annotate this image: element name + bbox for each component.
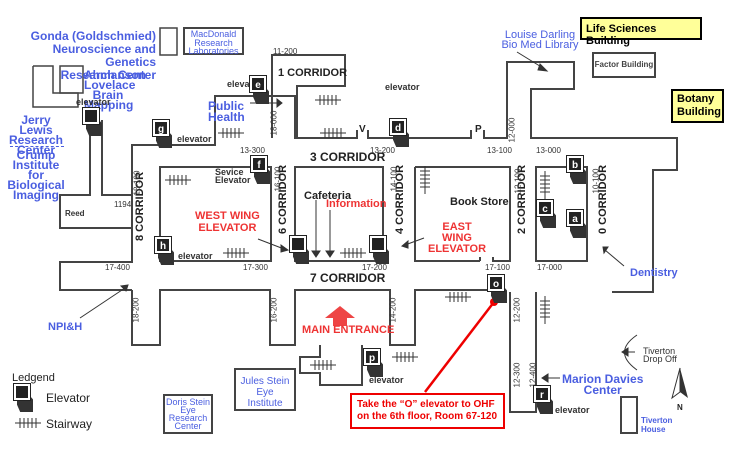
building-ahmanson: Ahmanson Lovelace Brain Mapping — [84, 68, 147, 112]
room-18-000: 18-000 — [269, 110, 279, 136]
room-12-200: 12-200 — [512, 297, 522, 323]
label-v: V — [359, 124, 366, 135]
label-elevator-r: elevator — [555, 405, 590, 415]
label-p: P — [475, 124, 482, 135]
elevator-east-wing-icon[interactable] — [369, 235, 390, 266]
room-17-000: 17-000 — [537, 263, 562, 272]
north-label: N — [677, 403, 683, 412]
building-dentistry: Dentistry — [630, 267, 678, 279]
building-crump: Crump Institute for Biological Imaging — [7, 148, 65, 202]
label-east-wing-elevator: EAST WING ELEVATOR — [428, 221, 487, 255]
room-17-400: 17-400 — [105, 263, 130, 272]
building-marion-davies: Marion Davies Center — [562, 372, 644, 397]
elevator-h-icon[interactable]: h — [154, 236, 175, 267]
room-14-200: 14-200 — [388, 297, 398, 323]
label-reed: Reed — [65, 209, 85, 218]
elevator-b-icon[interactable]: b — [566, 155, 587, 186]
room-17-300: 17-300 — [243, 263, 268, 272]
label-main-entrance: MAIN ENTRANCE — [302, 324, 395, 336]
room-18-100: 18-100 — [132, 170, 142, 196]
building-jerry-lewis: Jerry Lewis Research Center — [8, 113, 64, 157]
room-12-000: 12-000 — [507, 117, 517, 143]
label-west-wing-elevator: WEST WING ELEVATOR — [195, 210, 260, 234]
label-cafeteria: Cafeteria — [304, 190, 352, 202]
divider — [10, 146, 64, 147]
room-10-100: 10-100 — [591, 168, 601, 194]
callout-pointer — [424, 301, 495, 393]
legend-stairway-label: Stairway — [46, 417, 93, 431]
label-book-store: Book Store — [450, 196, 509, 208]
wall-jerry-lewis-link — [59, 120, 133, 229]
label-elevator-d: elevator — [385, 82, 420, 92]
elevator-o-icon[interactable]: o — [487, 274, 508, 305]
building-jules-stein: Jules Stein Eye Institute — [234, 368, 296, 411]
room-12-400: 12-400 — [528, 362, 538, 388]
room-13-200: 13-200 — [370, 146, 395, 155]
building-public-health: Public Health — [208, 99, 245, 124]
elevator-f-icon[interactable]: f — [250, 155, 271, 186]
label-service-elevator: Sevice Elevator — [215, 167, 251, 185]
label-elevator-e: elevator — [227, 79, 262, 89]
north-arrow-right — [680, 368, 688, 398]
building-botany: Botany Building — [671, 89, 724, 123]
elevator-d-icon[interactable]: d — [389, 118, 410, 149]
room-13-000: 13-000 — [536, 146, 561, 155]
north-arrow-left — [671, 367, 681, 400]
elevator-g-icon[interactable]: g — [152, 119, 173, 150]
label-elevator-p: elevator — [369, 375, 404, 385]
room-14-100: 14-100 — [389, 166, 399, 192]
room-18-200: 18-200 — [131, 297, 141, 323]
room-11-200: 11-200 — [273, 47, 298, 56]
room-12-300: 12-300 — [512, 362, 522, 388]
elevator-jerry-lewis-icon[interactable] — [82, 107, 103, 138]
building-life-sciences: Life Sciences Building — [580, 17, 702, 47]
elevator-p-icon[interactable]: p — [363, 348, 384, 379]
building-doris-stein: Doris Stein Eye Research Center — [163, 394, 213, 434]
building-gonda: Gonda (Goldschmied) Neuroscience and Gen… — [30, 29, 156, 82]
main-entrance-arrow — [325, 306, 355, 326]
label-elevator-h: elevator — [178, 251, 213, 261]
elevator-west-wing-icon[interactable] — [289, 235, 310, 266]
corridor-3: 3 CORRIDOR — [310, 150, 386, 164]
corridor-1: 1 CORRIDOR — [278, 67, 348, 79]
elevator-e-icon[interactable]: e — [249, 75, 270, 106]
building-factor: Factor Building — [592, 52, 656, 78]
legend-elevator-label: Elevator — [46, 391, 91, 405]
label-elevator-g: elevator — [177, 134, 212, 144]
label-information: Information — [326, 198, 387, 210]
building-louise-darling: Louise Darling Bio Med Library — [501, 29, 579, 51]
building-tiverton-house: Tiverton House — [641, 416, 673, 434]
building-macdonald: MacDonald Research Laboratories — [183, 27, 244, 56]
room-17-100: 17-100 — [485, 263, 510, 272]
room-12-100: 12-100 — [513, 168, 523, 194]
legend-elevator-icon — [13, 383, 34, 414]
elevator-a-icon[interactable]: a — [566, 209, 587, 240]
elevator-c-icon[interactable]: c — [536, 199, 557, 230]
building-npih: NPI&H — [48, 321, 83, 333]
room-13-100: 13-100 — [487, 146, 512, 155]
corridor-7: 7 CORRIDOR — [310, 271, 386, 285]
room-16-100: 16-100 — [273, 166, 283, 192]
elevator-r-icon[interactable]: r — [533, 385, 554, 416]
room-16-200: 16-200 — [269, 297, 279, 323]
room-1194: 1194 — [114, 200, 132, 209]
legend-title: Ledgend — [12, 372, 55, 384]
directions-callout: Take the “O” elevator to OHF on the 6th … — [350, 393, 505, 429]
room-17-200: 17-200 — [362, 263, 387, 272]
tiverton-drop-off: Tiverton Drop Off — [643, 346, 677, 364]
building-tiverton-house-outline — [620, 396, 638, 434]
label-elevator-jl: elevator — [76, 97, 111, 107]
room-13-300: 13-300 — [240, 146, 265, 155]
stairways — [15, 95, 550, 428]
